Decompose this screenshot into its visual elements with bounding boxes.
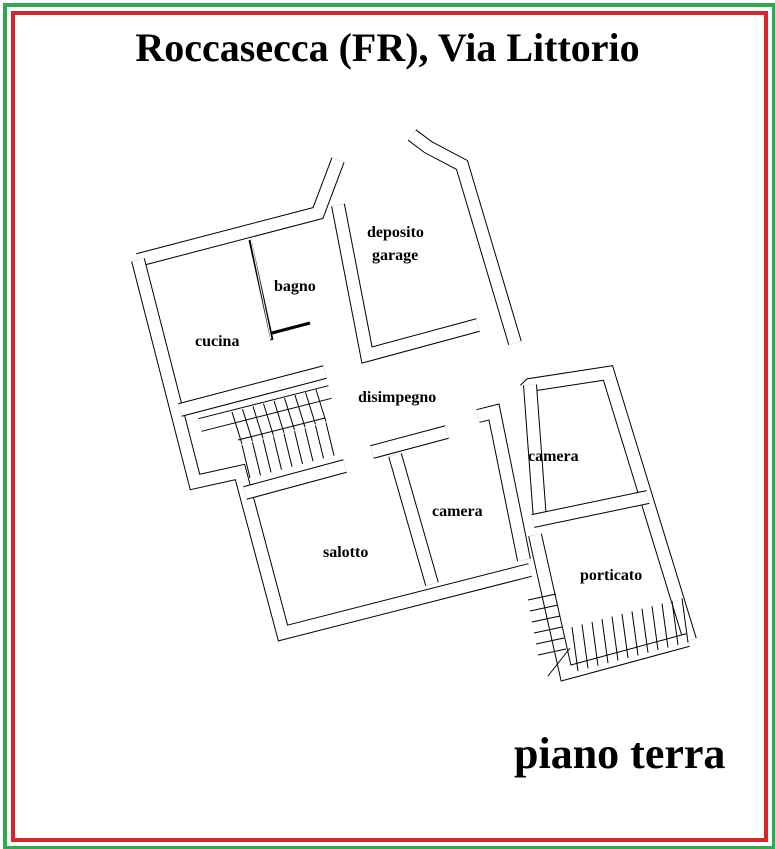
wall-segment bbox=[132, 258, 532, 641]
stair-step bbox=[231, 411, 243, 445]
stair-step bbox=[262, 439, 272, 473]
wall-segment bbox=[389, 453, 438, 586]
wall-segment bbox=[136, 157, 344, 266]
wall-segment bbox=[524, 384, 546, 521]
partition-stub bbox=[271, 321, 311, 335]
room-label-salotto: salotto bbox=[323, 544, 368, 561]
red-border bbox=[11, 11, 768, 842]
stair-step bbox=[252, 406, 264, 439]
room-label-disimpegno: disimpegno bbox=[358, 389, 436, 406]
stair-step bbox=[529, 604, 559, 612]
wall-segment bbox=[131, 258, 532, 642]
room-label-camera: camera bbox=[432, 503, 483, 520]
stair-step bbox=[283, 433, 293, 467]
stair-step bbox=[273, 436, 282, 470]
stair-step bbox=[681, 598, 689, 643]
room-label-deposito: deposito bbox=[367, 224, 424, 241]
green-border bbox=[3, 3, 775, 849]
stair-step bbox=[631, 611, 639, 656]
stair-step bbox=[527, 593, 557, 601]
stair-step bbox=[241, 444, 251, 479]
stair-step bbox=[315, 425, 324, 459]
wall-segment bbox=[370, 426, 449, 458]
wall-segment bbox=[243, 460, 347, 499]
stair-step bbox=[581, 624, 589, 669]
room-label-bagno: bagno bbox=[274, 278, 316, 295]
stair-step bbox=[294, 395, 306, 428]
stair-step bbox=[325, 422, 335, 456]
wall-segment bbox=[332, 203, 480, 363]
stair-step bbox=[284, 397, 295, 431]
room-label-camera: camera bbox=[528, 448, 579, 465]
stair-step bbox=[651, 606, 659, 651]
stair-step bbox=[294, 430, 303, 465]
stair-step bbox=[611, 616, 619, 661]
floor-label: piano terra bbox=[514, 729, 726, 778]
stair-step bbox=[263, 403, 274, 436]
room-label-cucina: cucina bbox=[195, 333, 239, 350]
stair-step bbox=[273, 400, 285, 433]
stair-step bbox=[571, 626, 579, 672]
stair-step bbox=[304, 428, 314, 462]
stair-step bbox=[591, 621, 599, 666]
wall-segment bbox=[531, 491, 650, 527]
wall-segment bbox=[178, 366, 327, 416]
stair-step bbox=[315, 389, 327, 422]
stair-step bbox=[535, 637, 565, 645]
stair-step bbox=[242, 409, 253, 442]
room-label-garage: garage bbox=[372, 247, 418, 264]
walls bbox=[131, 129, 697, 682]
stair-step bbox=[533, 626, 563, 634]
stair-step bbox=[305, 392, 316, 425]
stair-step bbox=[252, 442, 261, 476]
room-label-porticato: porticato bbox=[580, 567, 642, 584]
wall-segment bbox=[408, 130, 521, 345]
partition-wall-inner bbox=[250, 239, 272, 340]
wall-segment bbox=[476, 404, 530, 562]
stair-step bbox=[661, 603, 669, 648]
stair-step bbox=[537, 648, 567, 656]
stairs bbox=[231, 389, 689, 677]
plan-title: Roccasecca (FR), Via Littorio bbox=[135, 25, 640, 70]
stair-step bbox=[547, 647, 571, 677]
stair-step bbox=[601, 619, 609, 664]
stair-step bbox=[641, 608, 649, 653]
stair-step bbox=[531, 615, 561, 623]
stair-step bbox=[671, 600, 679, 646]
stair-step bbox=[621, 613, 629, 659]
stair-step bbox=[237, 417, 326, 441]
